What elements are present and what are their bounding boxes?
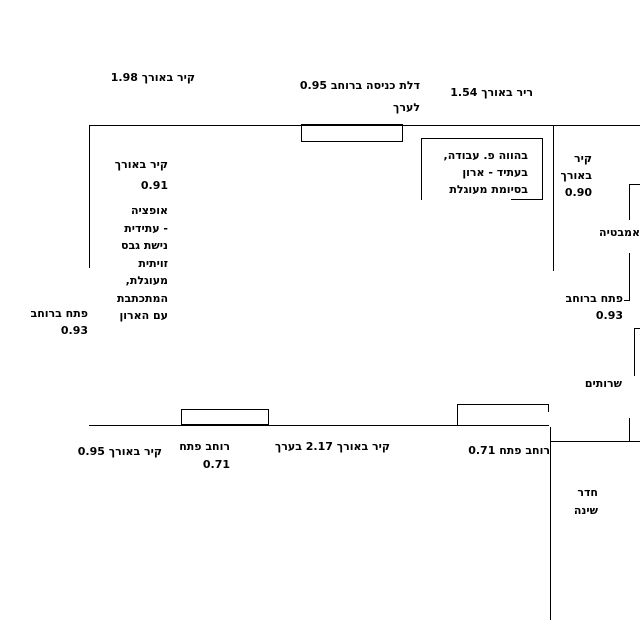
toilet-wall — [634, 328, 635, 376]
bottom-wall — [89, 425, 549, 426]
bath-wall-b-tick — [624, 300, 630, 301]
entrance-door-opening — [301, 124, 403, 142]
label-wall-right: קיר באורך 0.90 — [560, 152, 592, 199]
door-opening-left — [181, 409, 269, 426]
bath-wall-b — [629, 253, 630, 301]
label-bedroom: חדר שינה — [573, 486, 598, 517]
door-opening-right-top — [457, 404, 549, 405]
toilet-wall-top — [634, 328, 640, 329]
label-bathtub: אמבטיה — [599, 226, 640, 239]
label-wall-left-inner: קיר באורך 0.91 — [114, 158, 168, 192]
cabinet-box-bottom — [511, 199, 543, 200]
bathroom-wall — [553, 125, 554, 271]
label-toilets: שרותים — [584, 377, 622, 390]
toilet-wall-lower — [629, 418, 630, 442]
label-wall-top-right: ריר באורך 1.54 — [450, 86, 533, 99]
bedroom-top-wall — [550, 441, 640, 442]
label-door-width-right: רוחב פתח 0.71 — [468, 444, 550, 457]
label-wall-bottom-left: קיר באורך 0.95 — [77, 445, 162, 458]
bath-wall-a-top — [629, 184, 640, 185]
label-entrance-door: דלת כניסה ברוחב 0.95 לערך — [299, 79, 420, 114]
cabinet-box-top — [421, 138, 543, 139]
cabinet-box-left — [421, 138, 422, 200]
door-opening-right-left — [457, 404, 458, 426]
label-future-option: אופציה - עתידית נישת גבס זויתית מעוגלת, … — [117, 204, 168, 322]
cabinet-box-right — [542, 138, 543, 200]
label-opening-left: פתח ברוחב 0.93 — [30, 307, 88, 337]
label-opening-right: פתח ברוחב 0.93 — [565, 292, 623, 322]
label-wall-top-left: קיר באורך 1.98 — [110, 71, 195, 84]
door-opening-right-right — [548, 404, 549, 412]
left-wall — [89, 125, 90, 268]
label-office-box: בהווה פ. עבודה, בעתיד - ארון בסיומת מעוג… — [443, 149, 528, 196]
bedroom-wall — [550, 427, 551, 620]
label-door-width-left: רוחב פתח 0.71 — [179, 440, 230, 471]
label-wall-bottom-mid: קיר באורך 2.17 בערך — [274, 440, 390, 453]
bath-wall-a — [629, 184, 630, 220]
